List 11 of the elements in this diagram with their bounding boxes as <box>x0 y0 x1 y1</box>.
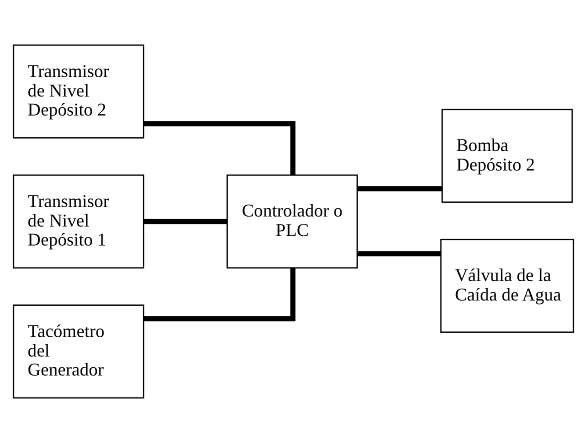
node-box: Válvula de la Caída de Agua <box>440 238 574 333</box>
connector <box>357 251 441 256</box>
node-box: Tacómetro del Generador <box>12 304 144 398</box>
connector <box>144 218 227 224</box>
node-box: Controlador o PLC <box>226 174 358 268</box>
node-box: Transmisor de Nivel Depósito 1 <box>12 174 144 268</box>
node-box: Transmisor de Nivel Depósito 2 <box>12 44 144 138</box>
node-box: Bomba Depósito 2 <box>442 108 573 203</box>
connector <box>357 186 442 192</box>
connector <box>144 121 296 175</box>
connector <box>144 268 296 322</box>
